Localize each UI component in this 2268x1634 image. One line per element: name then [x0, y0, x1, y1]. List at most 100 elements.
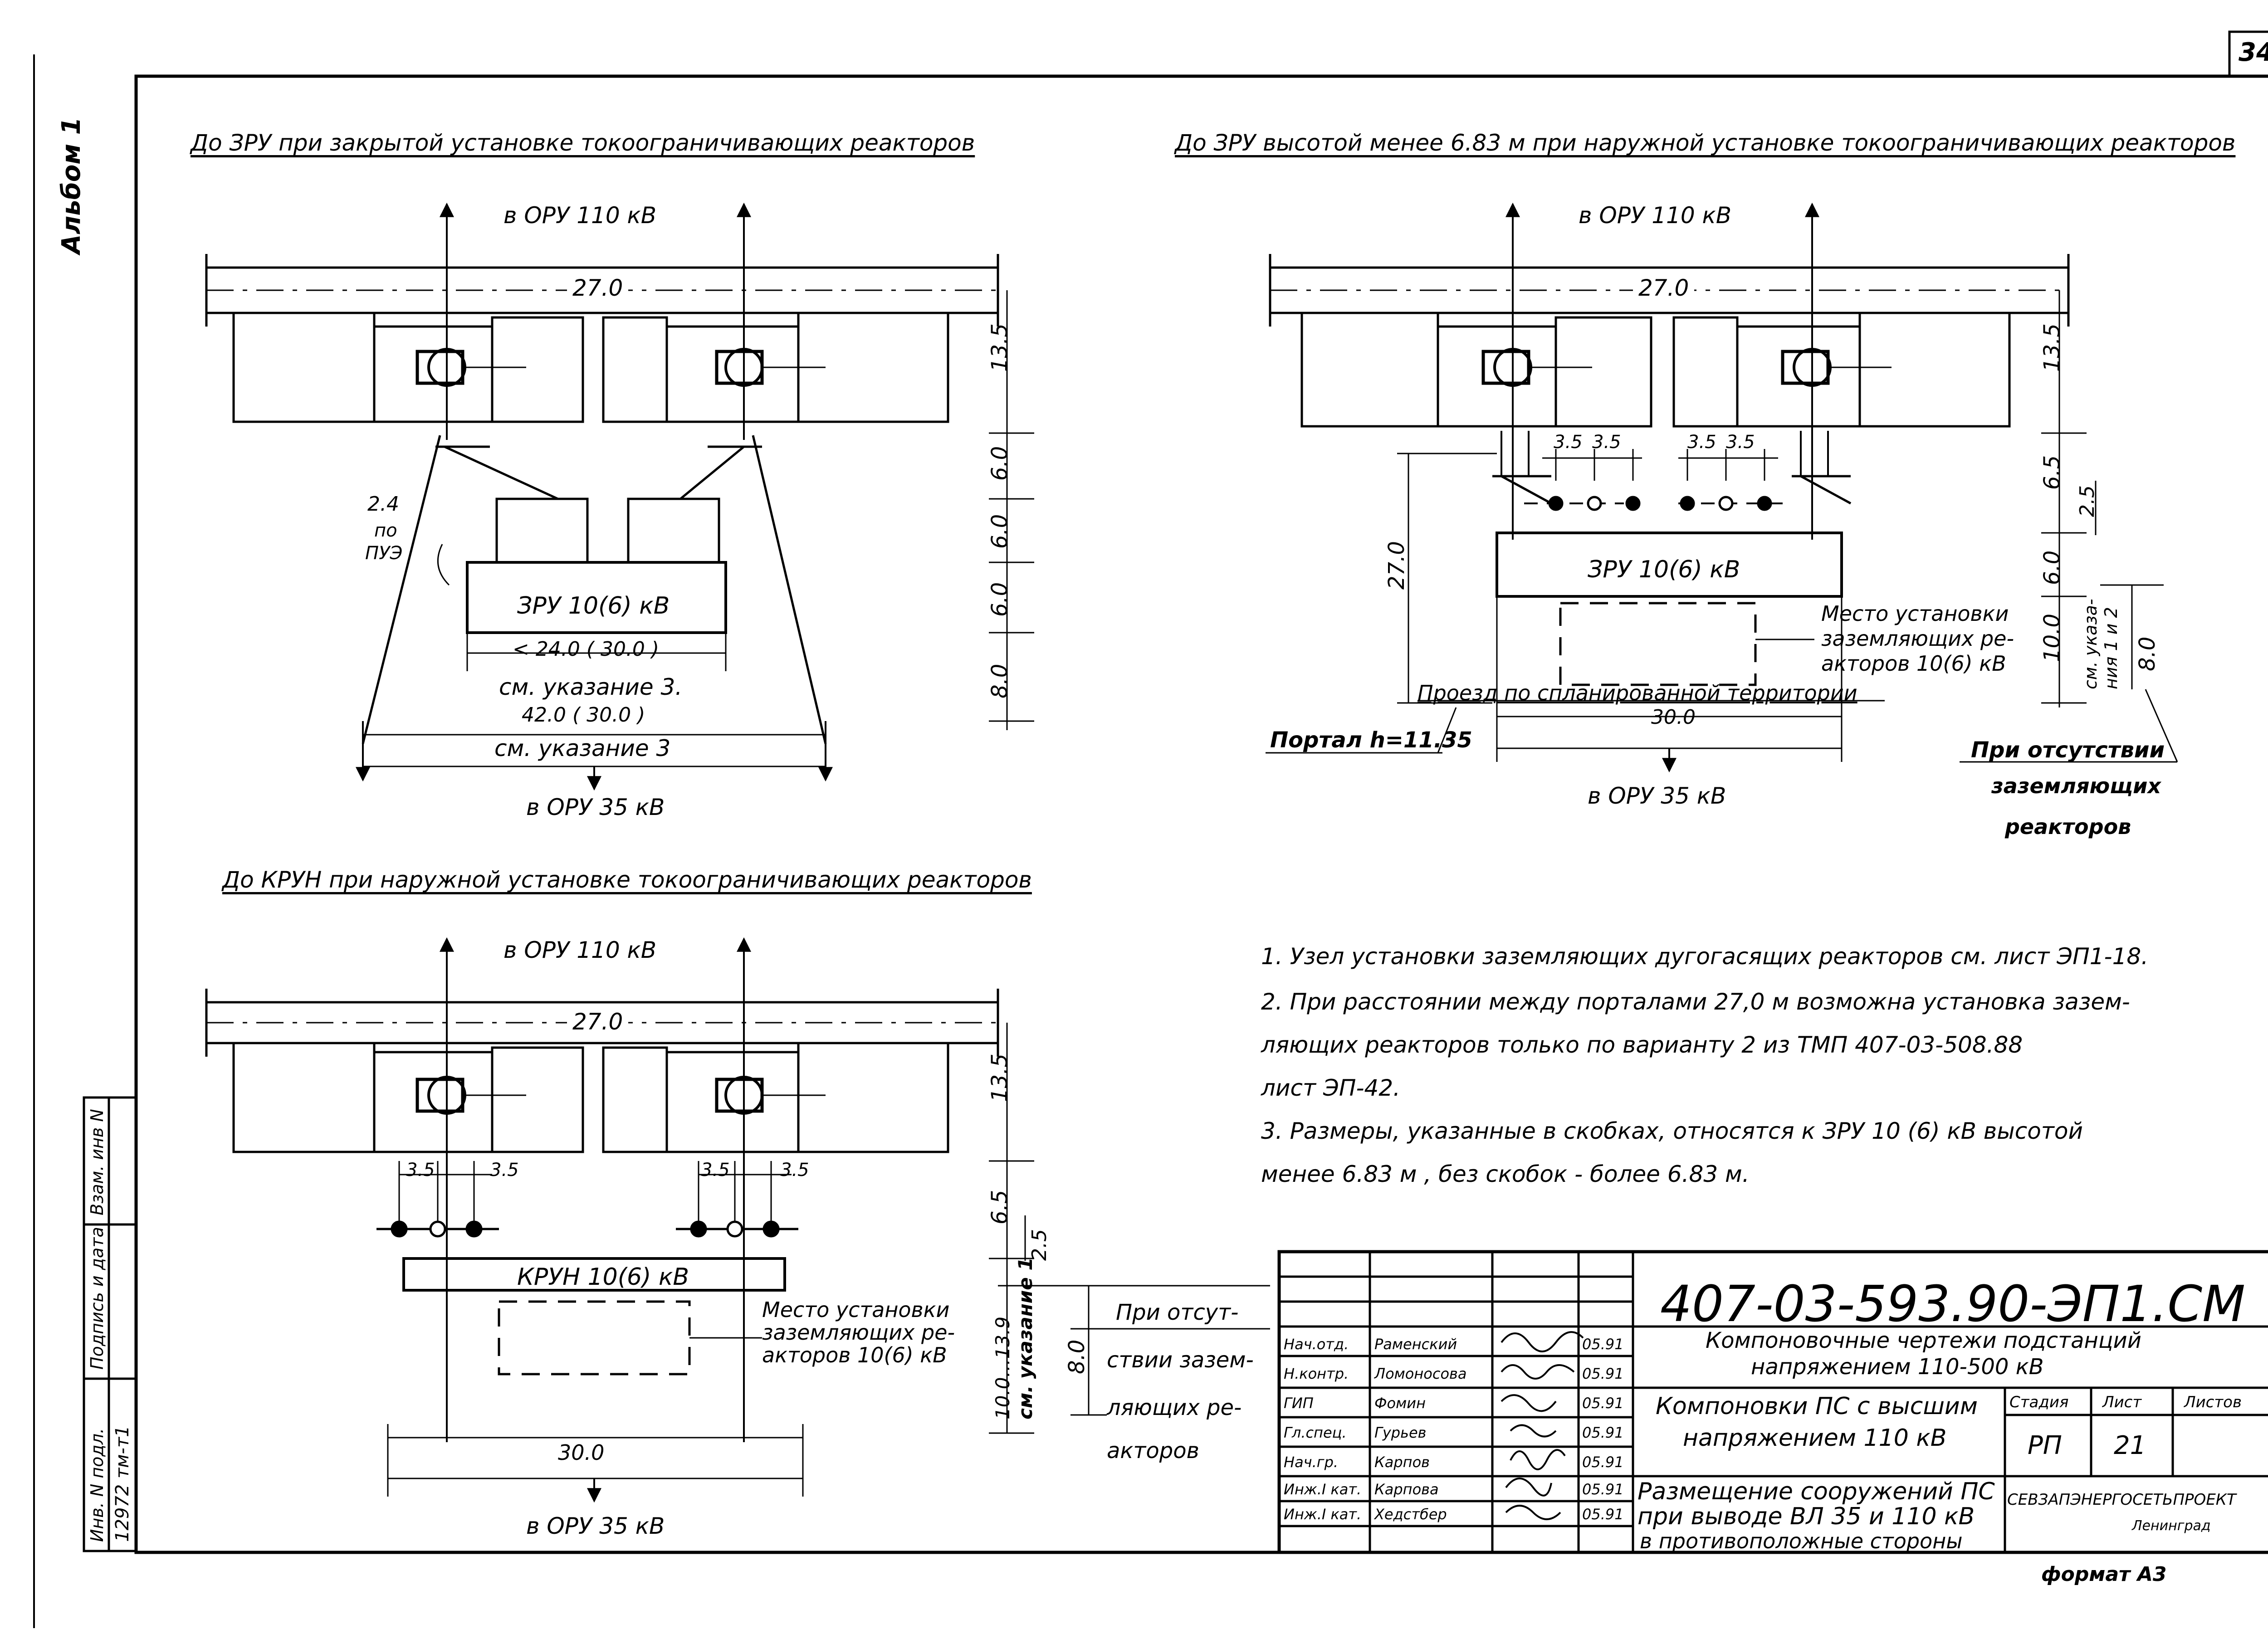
person-name: Карпов: [1374, 1454, 1430, 1471]
side-stamp-podpis: Подпись и дата: [87, 1227, 107, 1370]
format-label: формат А3: [2041, 1563, 2167, 1586]
person-role: Н.контр.: [1284, 1365, 1349, 1382]
dim-3-5-bl-3: 3.5: [701, 1160, 730, 1180]
dim-10-0-tr: 10.0: [2039, 614, 2065, 662]
dim-8-0-tl: 8.0: [987, 663, 1012, 698]
diagram-top-right: [1266, 202, 2178, 773]
person-name: Раменский: [1374, 1336, 1457, 1353]
person-role: ГИП: [1284, 1395, 1314, 1412]
section-title-top-right: До ЗРУ высотой менее 6.83 м при наружной…: [1175, 130, 2236, 156]
absence-bl-1: При отсут-: [1116, 1300, 1239, 1325]
note-2-cont2: лист ЭП-42.: [1261, 1075, 1401, 1101]
title1-line2: напряжением 110-500 кВ: [1751, 1354, 2044, 1380]
label-oru-110-tr: в ОРУ 110 кВ: [1579, 202, 1732, 229]
absence-tr-3: реакторов: [2005, 815, 2131, 839]
dim-6-5-bl: 6.5: [987, 1190, 1012, 1224]
dim-2-4-tl: 2.4: [367, 493, 399, 516]
person-date: 05.91: [1582, 1395, 1624, 1412]
person-name: Карпова: [1374, 1481, 1439, 1498]
reactor-place-bl-2: заземляющих ре-: [762, 1320, 955, 1345]
dim-3-5-tr-3: 3.5: [1687, 432, 1716, 453]
section-title-bottom-left: До КРУН при наружной установке токоогран…: [222, 867, 1032, 893]
diagram-top-left: [205, 202, 1034, 791]
label-oru-35-tr: в ОРУ 35 кВ: [1588, 783, 1726, 809]
note-3: 3. Размеры, указанные в скобках, относят…: [1261, 1118, 2083, 1144]
see-note-tr-2: ния 1 и 2: [2101, 607, 2121, 689]
dim-8-0-bl: 8.0: [1064, 1339, 1090, 1374]
person-role: Инж.I кат.: [1284, 1506, 1362, 1523]
label-oru-110-bl: в ОРУ 110 кВ: [503, 937, 657, 963]
person-date: 05.91: [1582, 1365, 1624, 1382]
person-name: Хедстбер: [1374, 1506, 1447, 1523]
dim-13-5-bl: 13.5: [987, 1054, 1012, 1102]
person-name: Гурьев: [1374, 1424, 1427, 1441]
title1-line1: Компоновочные чертежи подстанций: [1706, 1328, 2141, 1353]
dim-span-bl: 27.0: [567, 1010, 629, 1033]
org-name: СЕВЗАПЭНЕРГОСЕТЬПРОЕКТ: [2007, 1491, 2236, 1509]
title2-line2: напряжением 110 кВ: [1683, 1424, 1947, 1452]
building-krun-bl: КРУН 10(6) кВ: [517, 1263, 689, 1291]
person-date: 05.91: [1582, 1481, 1624, 1498]
side-stamp: [83, 1096, 137, 1552]
page-number: 34: [2239, 38, 2268, 67]
dim-span-tr: 27.0: [1633, 277, 1695, 299]
dim-10-13-9-bl: 10.0...13.9: [992, 1316, 1014, 1419]
side-stamp-inv-value: 12972 тм-т1: [112, 1425, 133, 1542]
dim-3-5-tr-4: 3.5: [1726, 432, 1755, 453]
person-role: Нач.гр.: [1284, 1454, 1339, 1471]
dim-2-5-tr: 2.5: [2076, 485, 2099, 517]
album-label: Альбом 1: [57, 117, 86, 254]
absence-bl-4: акторов: [1107, 1438, 1199, 1463]
dim-13-5-tl: 13.5: [987, 323, 1012, 372]
see-note-bl: см. указание 1: [1014, 1257, 1036, 1419]
dim-3-5-bl-4: 3.5: [780, 1160, 809, 1180]
person-date: 05.91: [1582, 1336, 1624, 1353]
note-b-tl: см. указание 3: [494, 735, 671, 761]
building-zru-tl: ЗРУ 10(6) кВ: [517, 592, 670, 619]
person-role: Гл.спец.: [1284, 1424, 1347, 1441]
person-date: 05.91: [1582, 1506, 1624, 1523]
absence-bl-3: ляющих ре-: [1107, 1395, 1242, 1420]
dim-6-0-tr: 6.0: [2039, 550, 2065, 585]
dim-6-0-c-tl: 6.0: [987, 582, 1012, 617]
label-oru-110-tl: в ОРУ 110 кВ: [503, 202, 657, 229]
dim-13-5-tr: 13.5: [2039, 323, 2065, 372]
dim-3-5-bl-1: 3.5: [406, 1160, 435, 1180]
diagram-bottom-left: [205, 937, 1270, 1503]
reactor-place-tr-2: заземляющих ре-: [1821, 626, 2014, 651]
hdr-sheets: Листов: [2184, 1393, 2242, 1411]
reactor-place-bl-1: Место установки: [762, 1297, 950, 1322]
title3-line1: Размещение сооружений ПС: [1637, 1478, 1995, 1505]
note-1: 1. Узел установки заземляющих дугогасящи…: [1261, 943, 2149, 970]
dim-3-5-tr-1: 3.5: [1554, 432, 1583, 453]
dim-27-v-tr: 27.0: [1384, 541, 1409, 590]
dim-8-0-tr: 8.0: [2135, 636, 2160, 671]
dim-6-0-b-tl: 6.0: [987, 514, 1012, 549]
dim-6-5-tr: 6.5: [2039, 455, 2065, 490]
person-date: 05.91: [1582, 1454, 1624, 1471]
label-oru-35-bl: в ОРУ 35 кВ: [526, 1513, 665, 1539]
reactor-place-bl-3: акторов 10(6) кВ: [762, 1343, 947, 1367]
hdr-sheet: Лист: [2102, 1393, 2142, 1411]
person-date: 05.91: [1582, 1424, 1624, 1441]
absence-tr-2: заземляющих: [1991, 774, 2161, 798]
pue-label-2: ПУЭ: [365, 543, 403, 564]
note-3-cont: менее 6.83 м , без скобок - более 6.83 м…: [1261, 1161, 1750, 1187]
absence-bl-2: ствии зазем-: [1107, 1347, 1254, 1373]
stage-value: РП: [2028, 1431, 2062, 1460]
note-2: 2. При расстоянии между порталами 27,0 м…: [1261, 989, 2130, 1015]
note-2-cont: ляющих реакторов только по варианту 2 из…: [1261, 1032, 2023, 1058]
dim-span-tl: 27.0: [567, 277, 629, 299]
title3-line3: в противоположные стороны: [1640, 1529, 1963, 1553]
dim-30-bl: 30.0: [558, 1440, 605, 1465]
dim-w1-tl: < 24.0 ( 30.0 ): [513, 638, 660, 661]
sheet-frame: [33, 30, 2268, 1628]
sheet-value: 21: [2114, 1431, 2146, 1460]
dim-w2-tl: 42.0 ( 30.0 ): [522, 703, 645, 727]
reactor-place-tr-1: Место установки: [1821, 601, 2009, 626]
hdr-stage: Стадия: [2009, 1393, 2069, 1411]
side-stamp-vzam: Взам. инв N: [87, 1109, 107, 1215]
person-role: Инж.I кат.: [1284, 1481, 1362, 1498]
portal-label-tr: Портал h=11.35: [1270, 727, 1472, 753]
